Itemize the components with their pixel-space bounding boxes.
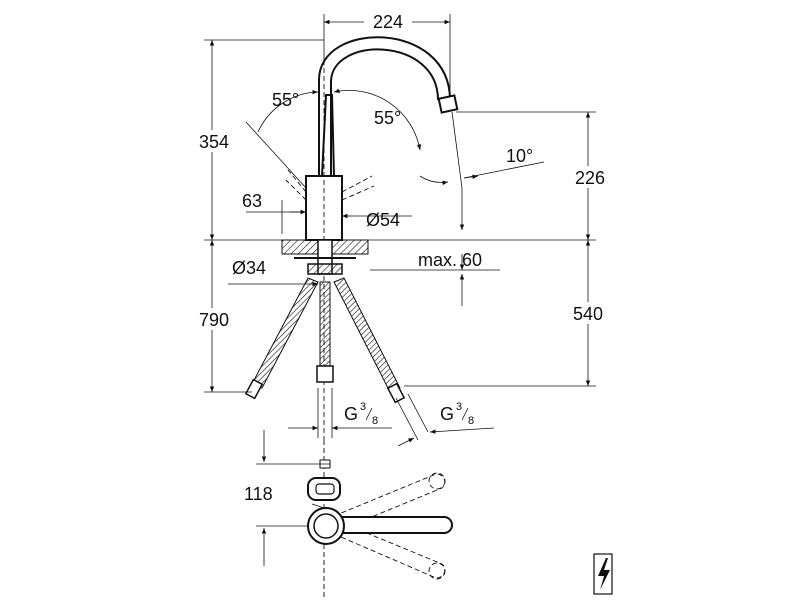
dimension-10deg: 10° [419, 111, 545, 189]
body-diameter-label: Ø54 [366, 210, 400, 230]
handle-position-left [287, 169, 307, 193]
hole-diameter-label: Ø34 [232, 258, 266, 278]
dimension-540: 540 [404, 240, 610, 387]
max-thickness-label: max. 60 [418, 250, 482, 270]
deck-section [281, 239, 369, 275]
faucet-top-view [307, 440, 453, 600]
dimension-118: 118 [244, 430, 330, 566]
dimension-g38-left: G 3 8 [288, 388, 392, 438]
handle-position-right [341, 175, 373, 193]
mounting-nut [307, 263, 343, 275]
dimension-diameter-34: Ø34 [228, 258, 318, 287]
hose-left [251, 277, 319, 389]
dimension-55-right: 55° [333, 88, 422, 151]
hose-left-fitting [244, 378, 264, 400]
handle-offset-label: 63 [242, 191, 262, 211]
dimension-790: 790 [192, 240, 252, 393]
spout-height-label: 226 [575, 168, 605, 188]
total-height-label: 354 [199, 132, 229, 152]
dimension-226: 226 [456, 111, 612, 240]
aerator [437, 94, 459, 114]
spout-position-upper [333, 473, 446, 531]
handle-angle-right-label: 55° [374, 108, 401, 128]
hose-length-label: 790 [199, 310, 229, 330]
hose-right [333, 277, 401, 393]
deck-hatch-right [331, 239, 369, 255]
connection-right-label: G [440, 404, 454, 424]
connection-left-den: 8 [372, 415, 378, 427]
dimension-g38-right: G 3 8 [395, 393, 495, 447]
connection-left-num: 3 [360, 401, 366, 413]
connection-left-label: G [344, 404, 358, 424]
spout-reach-label: 224 [373, 12, 403, 32]
spout-tube [318, 36, 451, 176]
deck-hatch-left [281, 239, 319, 255]
faucet-front-view [285, 36, 459, 440]
hose-middle [319, 281, 331, 367]
shank-length-label: 540 [573, 304, 603, 324]
hose-right-fitting [386, 382, 406, 404]
body-top-inner [313, 513, 339, 539]
connection-right-num: 3 [456, 401, 462, 413]
handle-position-right-2 [341, 185, 375, 201]
dimension-diameter-54: Ø54 [342, 210, 412, 230]
lever-top-inner [315, 483, 335, 495]
handle-angle-left-label: 55° [272, 90, 299, 110]
hose-middle-fitting [316, 365, 334, 383]
handle-clearance-label: 118 [244, 484, 273, 504]
spout-position-lower [333, 521, 446, 579]
dimension-354: 354 [196, 39, 324, 240]
dimension-max-60: max. 60 [370, 250, 500, 306]
handle-position-left-2 [285, 179, 307, 201]
supply-hoses [244, 277, 406, 404]
aerator-angle-label: 10° [506, 146, 533, 166]
lightning-bolt-icon [593, 553, 613, 595]
spout-tube-inner [330, 48, 439, 176]
dimension-63: 63 [242, 191, 306, 234]
dimension-55-left: 55° [245, 89, 319, 189]
connection-right-den: 8 [468, 415, 474, 427]
dimension-224: 224 [323, 12, 451, 96]
